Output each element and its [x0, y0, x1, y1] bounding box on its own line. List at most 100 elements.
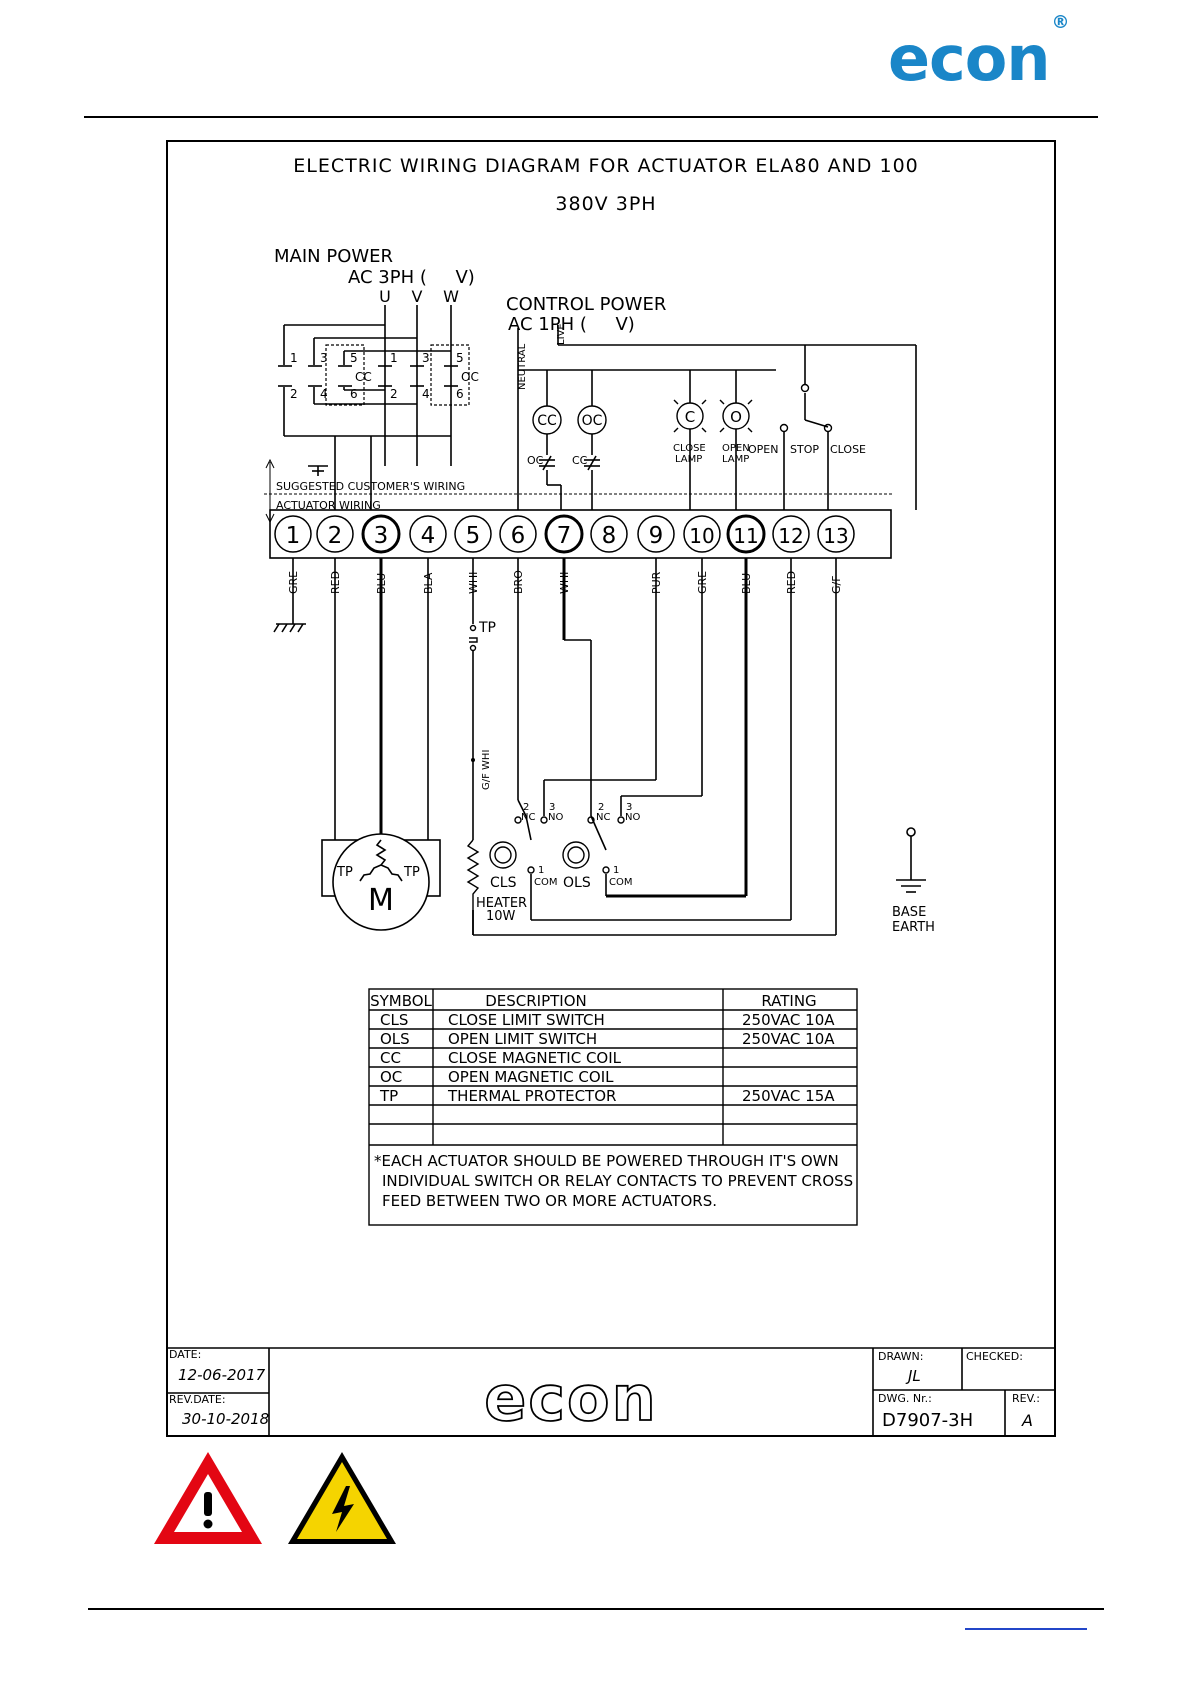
- cls-nc-number: 2: [523, 802, 529, 813]
- table-row-2-rating: 250VAC 10A: [742, 1030, 835, 1048]
- cc-contact-6: 6: [350, 387, 358, 401]
- drawn-value: JL: [905, 1367, 921, 1385]
- symbol-table-grid: [368, 988, 858, 1226]
- heater-wattage: 10W: [486, 909, 516, 924]
- oc-contact-6: 6: [456, 387, 464, 401]
- cc-contact-5: 5: [350, 351, 358, 365]
- close-lamp: [676, 402, 704, 430]
- terminal-number-10: 10: [689, 524, 714, 548]
- base-earth-symbol: [896, 827, 926, 893]
- terminal-2: [316, 515, 354, 553]
- phase-u: U: [379, 287, 391, 306]
- terminal-number-7: 7: [557, 523, 572, 549]
- table-note-line-2: INDIVIDUAL SWITCH OR RELAY CONTACTS TO P…: [382, 1172, 853, 1190]
- table-row-2-description: OPEN LIMIT SWITCH: [448, 1030, 597, 1048]
- cls-cam-outer: [489, 841, 517, 869]
- table-row-3-symbol: CC: [380, 1049, 401, 1067]
- oc-coil-label: OC: [582, 413, 603, 429]
- revision-value: A: [1021, 1411, 1033, 1430]
- table-row-5-rating: 250VAC 15A: [742, 1087, 835, 1105]
- terminal-13: [817, 515, 855, 553]
- rev-label: REV.:: [1012, 1392, 1040, 1405]
- heater-label: HEATER: [476, 896, 527, 911]
- gf-whi-label: G/F WHI: [481, 750, 492, 790]
- cc-coil-label: CC: [537, 413, 557, 429]
- table-row-2-symbol: OLS: [380, 1030, 410, 1048]
- cc-contact-1: 1: [290, 351, 298, 365]
- diagram-title: ELECTRIC WIRING DIAGRAM FOR ACTUATOR ELA…: [293, 155, 919, 177]
- control-power-label: CONTROL POWER: [506, 294, 666, 315]
- table-note-line-1: *EACH ACTUATOR SHOULD BE POWERED THROUGH…: [374, 1152, 839, 1170]
- ols-label: OLS: [563, 875, 591, 891]
- terminal-10: [683, 515, 721, 553]
- contactor-mech-links: [325, 344, 470, 406]
- ols-com-label: COM: [609, 877, 632, 888]
- open-lamp-symbol: O: [730, 408, 742, 426]
- motor-tp-left: TP: [336, 865, 353, 880]
- limit-switch-components: [489, 816, 625, 874]
- footer-rule: [88, 1608, 1104, 1610]
- actuator-wiring-lines: [292, 558, 837, 936]
- registered-mark: ®: [1051, 12, 1070, 34]
- date-value: 12-06-2017: [178, 1366, 266, 1384]
- cls-no-label: NO: [548, 812, 563, 823]
- cls-com-label: COM: [534, 877, 557, 888]
- cc-coil: [532, 405, 562, 435]
- table-row-1-rating: 250VAC 10A: [742, 1011, 835, 1029]
- main-power-label: MAIN POWER: [274, 246, 393, 267]
- table-row-5-symbol: TP: [379, 1087, 398, 1105]
- general-warning-sign: [150, 1448, 266, 1553]
- rev-date-label: REV.DATE:: [169, 1393, 226, 1406]
- tp-switch-label: TP: [478, 620, 496, 636]
- oc-contact-4: 4: [422, 387, 430, 401]
- ols-com-number: 1: [613, 865, 619, 876]
- terminal-8: [590, 515, 628, 553]
- date-label: DATE:: [169, 1348, 201, 1361]
- terminal-1: [274, 515, 312, 553]
- ols-no-label: NO: [625, 812, 640, 823]
- electrical-hazard-sign: [284, 1448, 400, 1553]
- ols-cam-outer: [562, 841, 590, 869]
- oc-interlock-label: OC: [527, 454, 544, 467]
- terminal-number-6: 6: [511, 523, 526, 549]
- oc-contact-3: 3: [422, 351, 430, 365]
- cls-no-number: 3: [549, 802, 555, 813]
- open-lamp-label-2: LAMP: [722, 454, 749, 465]
- table-header-rating: RATING: [761, 992, 816, 1010]
- terminal-number-8: 8: [602, 523, 617, 549]
- terminal-strip: [269, 509, 892, 559]
- oc-coil: [577, 405, 607, 435]
- oc-contactor-label: OC: [461, 370, 479, 384]
- footer-link-line[interactable]: [965, 1628, 1087, 1630]
- terminal-number-12: 12: [778, 524, 803, 548]
- motor: [321, 833, 441, 931]
- wiring-drawing-sheet: ELECTRIC WIRING DIAGRAM FOR ACTUATOR ELA…: [166, 140, 1058, 1445]
- ols-no-number: 3: [626, 802, 632, 813]
- table-header-symbol: SYMBOL: [370, 992, 432, 1010]
- close-lamp-symbol: C: [685, 408, 695, 426]
- motor-tp-right: TP: [403, 865, 420, 880]
- phase-v: V: [412, 287, 423, 306]
- neutral-label: NEUTRAL: [517, 343, 528, 390]
- sheet-border: [166, 140, 1056, 1437]
- close-lamp-label-1: CLOSE: [673, 443, 706, 454]
- terminal-number-5: 5: [466, 523, 481, 549]
- dwg-label: DWG. Nr.:: [878, 1392, 932, 1405]
- title-block-logo: econ: [484, 1362, 658, 1435]
- drawn-label: DRAWN:: [878, 1350, 923, 1363]
- control-components: [532, 383, 833, 435]
- terminal-3: [361, 514, 401, 554]
- cc-contactor-label: CC: [355, 370, 372, 384]
- terminal-9: [637, 515, 675, 553]
- table-row-3-description: CLOSE MAGNETIC COIL: [448, 1049, 622, 1067]
- terminal-11: [726, 514, 766, 554]
- terminal-4: [409, 515, 447, 553]
- table-row-4-description: OPEN MAGNETIC COIL: [448, 1068, 614, 1086]
- checked-label: CHECKED:: [966, 1350, 1023, 1363]
- heater-resistor: [466, 839, 480, 910]
- terminal-number-9: 9: [649, 523, 664, 549]
- terminal-5: [454, 515, 492, 553]
- table-row-5-description: THERMAL PROTECTOR: [447, 1087, 616, 1105]
- terminal-number-4: 4: [421, 523, 436, 549]
